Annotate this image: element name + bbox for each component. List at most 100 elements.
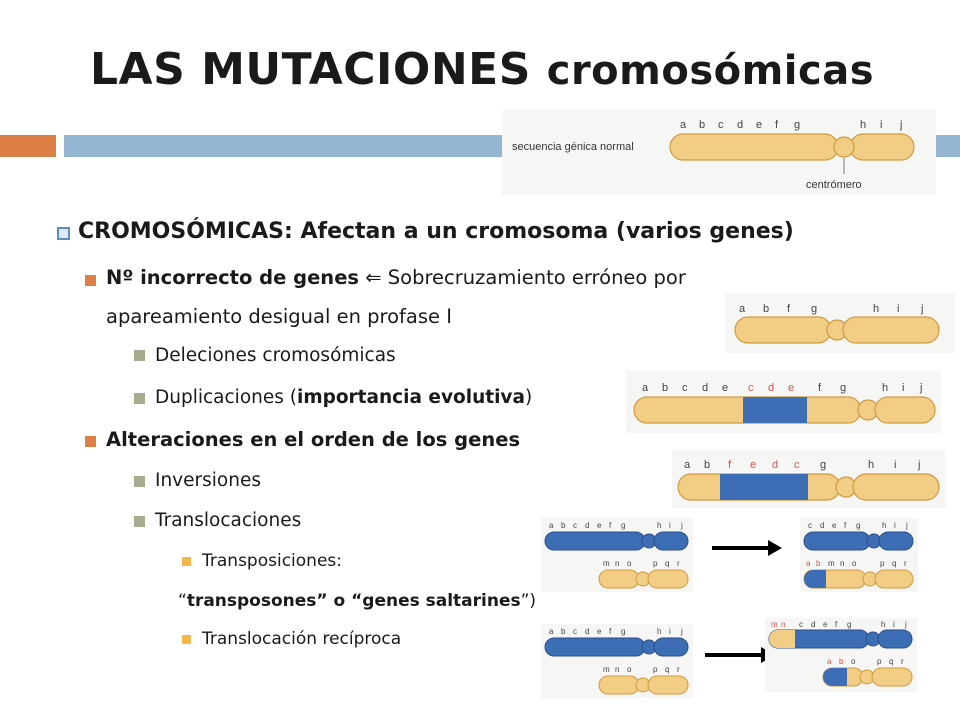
deletion-chromosome-figure: a b f g h i j <box>725 293 955 353</box>
gene-letter: b <box>561 521 566 530</box>
gene-letter: b <box>699 119 705 131</box>
gene-letter: g <box>621 521 625 530</box>
bullet-level2-icon <box>85 275 96 286</box>
gene-letter: a <box>549 521 554 530</box>
gene-letter: n <box>840 559 844 568</box>
transposons-bold: transposones” o “genes saltarines <box>186 591 521 611</box>
gene-letter: a <box>680 119 687 131</box>
bullet-wrong-gene-count: Nº incorrecto de genes ⇐ Sobrecruzamient… <box>106 266 686 289</box>
gene-letter: i <box>894 459 896 471</box>
bullet-level3-icon <box>134 350 145 361</box>
bullet-translocations: Translocaciones <box>155 510 302 531</box>
bullet-deletions: Deleciones cromosómicas <box>155 345 396 366</box>
gene-letter: f <box>775 119 779 131</box>
gene-letter: e <box>597 627 602 636</box>
gene-letter: f <box>609 627 612 636</box>
gene-letter: q <box>665 665 669 674</box>
gene-letter: c <box>799 620 803 629</box>
gene-letter: j <box>919 382 922 394</box>
gene-letter: i <box>897 303 899 315</box>
normal-gene-letters: a b c d e f g h i j <box>680 119 902 131</box>
bullet-gene-order: Alteraciones en el orden de los genes <box>106 428 520 451</box>
bullet-level2-icon <box>85 436 96 447</box>
gene-letter: c <box>573 627 577 636</box>
gene-letter: c <box>682 382 688 394</box>
slide-title: LAS MUTACIONES cromosómicas <box>90 44 874 95</box>
gene-letter: i <box>902 382 904 394</box>
gene-letter: n <box>615 559 619 568</box>
bullet-level3-icon <box>134 476 145 487</box>
gene-letter: i <box>894 521 896 530</box>
gene-letter: c <box>808 521 812 530</box>
bullet-inversions: Inversiones <box>155 470 261 491</box>
gene-letter: o <box>852 559 857 568</box>
gene-letter: j <box>680 627 683 636</box>
bullet-level4-icon <box>182 635 191 644</box>
bullet-reciprocal-translocation: Translocación recíproca <box>202 629 402 649</box>
gene-letter: q <box>892 559 896 568</box>
gene-letter: c <box>573 521 577 530</box>
gene-letter: g <box>820 459 826 471</box>
gene-letter: r <box>677 665 680 674</box>
gene-letter: e <box>756 119 762 131</box>
bullet-level3-icon <box>134 393 145 404</box>
gene-letter: g <box>811 303 817 315</box>
gene-letter: b <box>704 459 710 471</box>
bullet-cromosomicas-rest: (varios genes) <box>608 219 794 244</box>
gene-letter: d <box>811 620 815 629</box>
wrong-genes-rest: Sobrecruzamiento erróneo por <box>387 266 686 289</box>
gene-letter: r <box>901 657 904 666</box>
gene-letter: f <box>787 303 791 315</box>
bullet-transpositions: Transposiciones: <box>202 551 342 571</box>
gene-letter: a <box>827 657 832 666</box>
gene-letter: j <box>680 521 683 530</box>
gene-letter: m <box>828 559 835 568</box>
gene-letter: b <box>561 627 566 636</box>
gene-letter: h <box>882 521 886 530</box>
gene-letter: a <box>549 627 554 636</box>
gene-letter: g <box>856 521 860 530</box>
gene-letter: n <box>781 620 785 629</box>
gene-letter: d <box>585 521 589 530</box>
gene-letter: q <box>889 657 893 666</box>
gene-letter: m <box>603 665 610 674</box>
gene-letter: j <box>904 620 907 629</box>
gene-letter: j <box>920 303 923 315</box>
inversion-chromosome-figure: a b f e d c g h i j <box>672 450 946 508</box>
transposons-note: “transposones” o “genes saltarines”) <box>178 591 536 611</box>
gene-letter: a <box>739 303 746 315</box>
normal-sequence-label: secuencia génica normal <box>512 141 634 153</box>
gene-letter: e <box>823 620 828 629</box>
gene-letter: j <box>899 119 902 131</box>
gene-letter: i <box>880 119 882 131</box>
transposons-close: ”) <box>520 591 537 611</box>
gene-letter: d <box>737 119 743 131</box>
gene-letter: g <box>794 119 800 131</box>
gene-letter: p <box>653 559 658 568</box>
gene-letter: m <box>771 620 778 629</box>
gene-letter: c <box>718 119 724 131</box>
gene-letter: b <box>763 303 769 315</box>
arrow-left-icon: ⇐ <box>365 266 382 289</box>
gene-letter: e <box>788 382 794 394</box>
gene-letter: d <box>820 521 824 530</box>
gene-letter: b <box>816 559 821 568</box>
duplication-chromosome-figure: a b c d e c d e f g h i j <box>626 371 941 433</box>
gene-letter: p <box>877 657 882 666</box>
gene-letter: o <box>851 657 856 666</box>
normal-chromosome-figure: secuencia génica normal a b c d e f g h … <box>502 110 936 195</box>
gene-letter: f <box>835 620 838 629</box>
transposition-after-figure: c d e f g h i j a b m n o p q r <box>800 518 918 592</box>
gene-letter: d <box>772 459 778 471</box>
gene-letter: h <box>881 620 885 629</box>
gene-letter: p <box>653 665 658 674</box>
reciprocal-after-figure: m n c d e f g h i j a b o p q r <box>765 618 917 692</box>
gene-letter: d <box>768 382 774 394</box>
gene-letter: j <box>905 521 908 530</box>
gene-letter: i <box>893 620 895 629</box>
gene-letter: h <box>882 382 888 394</box>
gene-letter: h <box>873 303 879 315</box>
gene-letter: g <box>840 382 846 394</box>
centromere-label: centrómero <box>806 179 862 191</box>
gene-letter: i <box>669 627 671 636</box>
